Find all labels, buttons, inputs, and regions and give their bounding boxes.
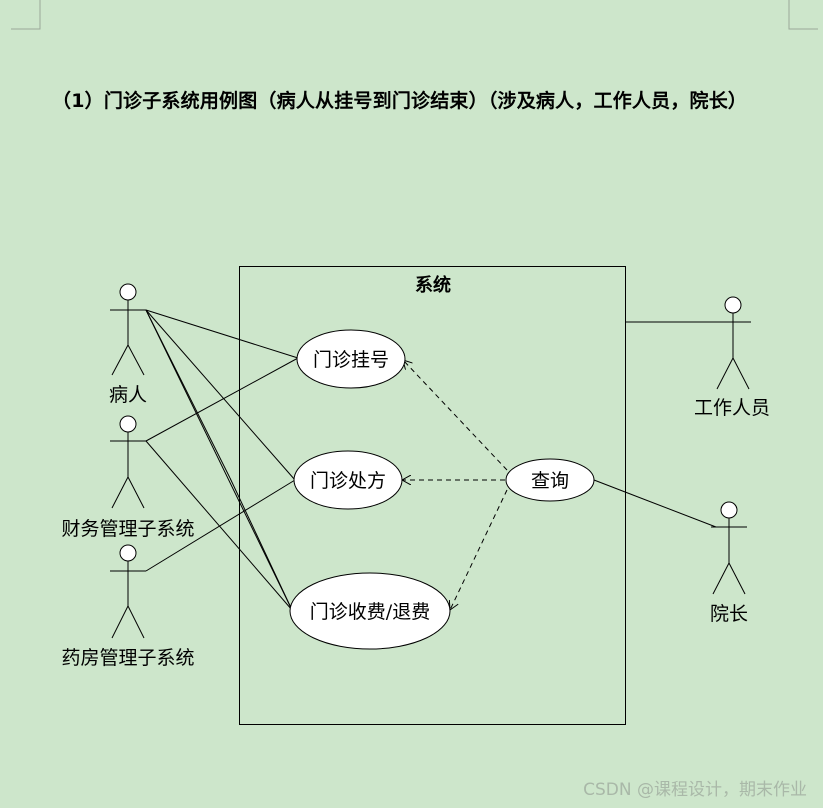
actor-pharmacy-label: 药房管理子系统	[61, 647, 194, 669]
actor-finance-label: 财务管理子系统	[61, 518, 194, 540]
use-case-registration-label: 门诊挂号	[313, 349, 389, 371]
actor-finance[interactable]	[110, 415, 146, 509]
use-case-charge-refund[interactable]: 门诊收费/退费	[289, 572, 451, 650]
page-title: （1）门诊子系统用例图（病人从挂号到门诊结束）（涉及病人，工作人员，院长）	[52, 90, 748, 112]
page-corner-marks	[11, 0, 818, 30]
system-name: 系统	[415, 274, 451, 296]
association-lines	[145, 309, 720, 611]
dependency-lines	[402, 360, 508, 610]
actor-patient[interactable]	[110, 283, 146, 376]
use-case-charge-refund-label: 门诊收费/退费	[310, 601, 430, 623]
use-case-query[interactable]: 查询	[505, 458, 595, 502]
actor-dean-label: 院长	[710, 603, 748, 625]
actor-staff-label: 工作人员	[694, 397, 770, 419]
actor-dean[interactable]	[711, 501, 747, 595]
use-case-query-label: 查询	[531, 470, 569, 492]
use-case-prescription-label: 门诊处方	[310, 470, 386, 492]
system-boundary	[239, 266, 626, 725]
use-case-prescription[interactable]: 门诊处方	[293, 450, 403, 510]
use-case-registration[interactable]: 门诊挂号	[296, 329, 406, 389]
actor-patient-label: 病人	[109, 384, 147, 406]
actor-pharmacy[interactable]	[110, 544, 146, 639]
actor-staff[interactable]	[715, 296, 751, 390]
watermark: CSDN @课程设计，期末作业	[583, 780, 807, 800]
